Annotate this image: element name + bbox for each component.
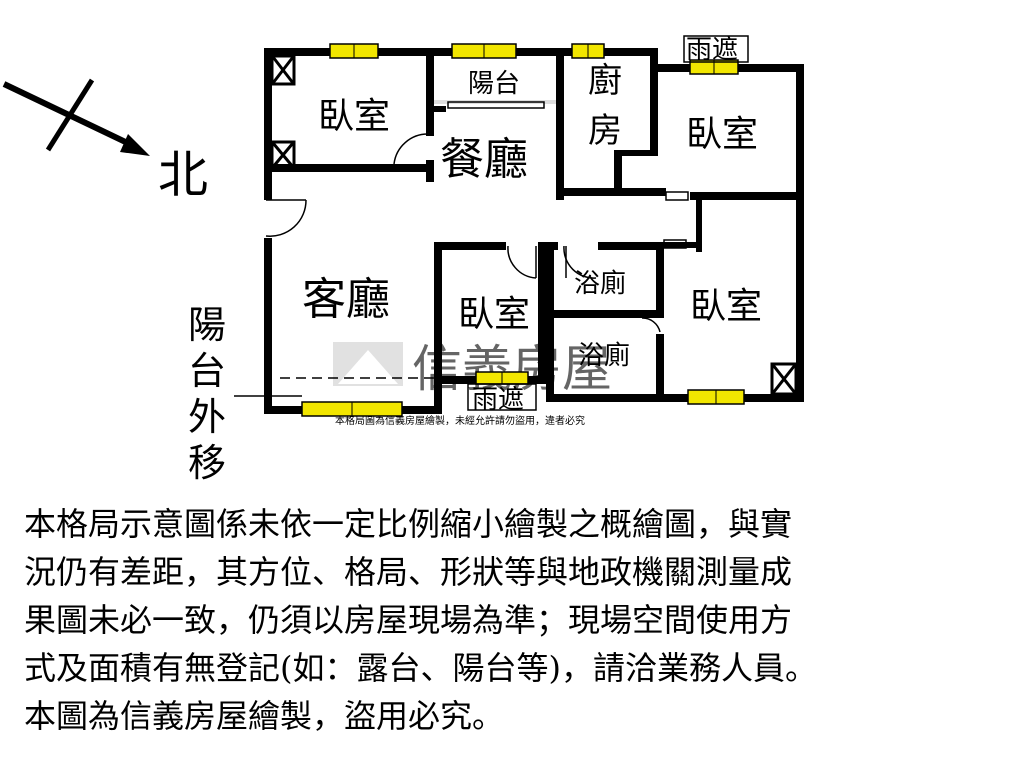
canopy-label-bottom: 雨遮 <box>472 385 524 415</box>
room-label-bedroom-ne: 臥室 <box>686 114 758 155</box>
room-label-kitchen-2: 房 <box>588 111 622 151</box>
disclaimer-line: 本格局示意圖係未依一定比例縮小繪製之概繪圖，與實 <box>24 505 793 543</box>
balcony-note-4: 移 <box>188 441 226 485</box>
room-label-bedroom-se: 臥室 <box>690 286 762 327</box>
structural-columns <box>271 56 797 394</box>
balcony-note-2: 台 <box>188 349 226 393</box>
disclaimer-line: 況仍有差距，其方位、格局、形狀等與地政機關測量成 <box>24 553 793 591</box>
room-label-dining: 餐廳 <box>440 134 528 185</box>
room-label-balcony-top: 陽台 <box>468 69 520 99</box>
balcony-note-3: 外 <box>188 395 226 439</box>
watermark-brand: 信義房屋 <box>412 340 612 398</box>
compass-arrow <box>2 78 150 156</box>
room-label-bath-lower: 浴廁 <box>578 341 630 371</box>
disclaimer-line: 本圖為信義房屋繪製，盜用必究。 <box>24 697 505 735</box>
floor-plan: 信義房屋 本格局圖為信義房屋繪製，未經允許請勿盜用，違者必究 北 <box>2 35 804 485</box>
room-label-bath-upper: 浴廁 <box>574 269 626 299</box>
room-label-bedroom-center: 臥室 <box>458 294 530 335</box>
window-mullions <box>351 44 717 416</box>
watermark-logo <box>333 342 403 386</box>
room-label-bedroom-nw: 臥室 <box>318 96 390 137</box>
north-label: 北 <box>158 146 208 204</box>
disclaimer-line: 果圖未必一致，仍須以房屋現場為準；現場空間使用方 <box>24 601 793 639</box>
canopy-top-box <box>683 35 749 63</box>
canopy-bottom-box <box>467 383 537 411</box>
disclaimer-text: 本格局示意圖係未依一定比例縮小繪製之概繪圖，與實 況仍有差距，其方位、格局、形狀… <box>24 500 1014 740</box>
room-label-living: 客廳 <box>302 274 390 325</box>
watermark-fine-print: 本格局圖為信義房屋繪製，未經允許請勿盜用，違者必究 <box>335 414 585 427</box>
disclaimer-line: 式及面積有無登記(如：露台、陽台等)，請洽業務人員。 <box>24 649 817 687</box>
balcony-note-1: 陽 <box>188 303 226 347</box>
room-label-kitchen-1: 廚 <box>588 61 622 101</box>
watermark-logo-roof <box>338 350 398 384</box>
doors <box>265 133 689 333</box>
canopy-label-top: 雨遮 <box>686 35 738 65</box>
